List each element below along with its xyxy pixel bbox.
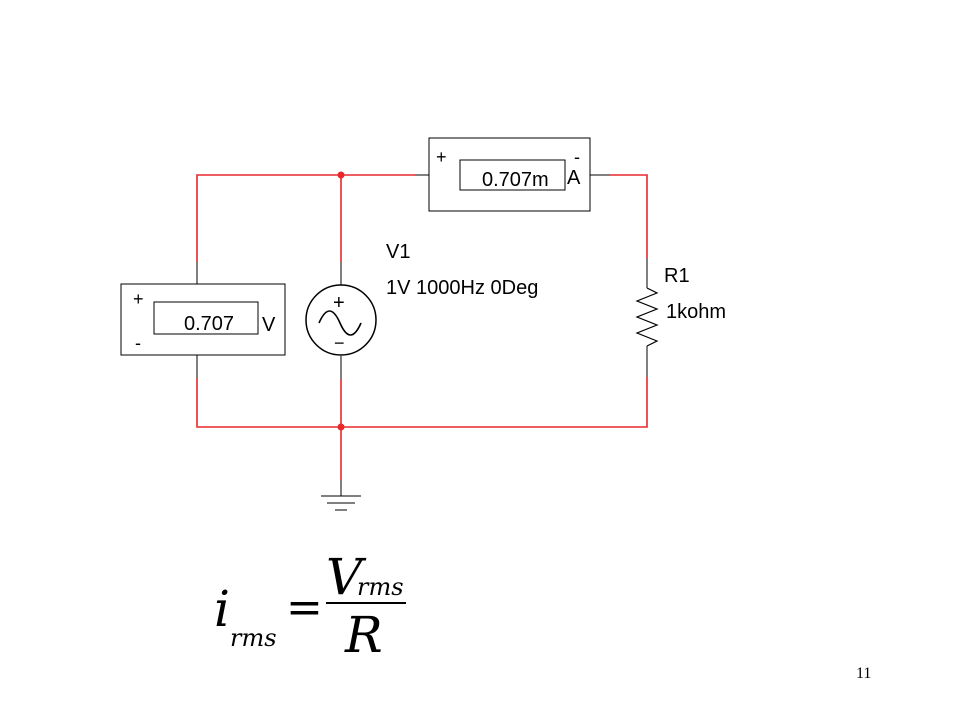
- eq-numerator-subscript: rms: [357, 573, 404, 601]
- source-circle: [305, 284, 377, 356]
- ammeter-unit: A: [567, 167, 581, 189]
- voltmeter: + - 0.707 V: [120, 262, 286, 378]
- ammeter-plus-label: +: [436, 147, 447, 167]
- ammeter-display: [459, 159, 566, 191]
- voltmeter-unit: V: [262, 314, 276, 336]
- junction-dot-bottom: [337, 423, 345, 431]
- eq-lhs: i: [214, 580, 230, 638]
- source-name: V1: [386, 241, 410, 263]
- eq-equals: =: [286, 582, 323, 633]
- source-spec: 1V 1000Hz 0Deg: [386, 277, 538, 299]
- ammeter-minus-label: -: [574, 147, 580, 167]
- ammeter-reading: 0.707m: [482, 169, 549, 191]
- sine-wave-icon: [318, 310, 362, 336]
- resistor-zigzag: [635, 287, 659, 347]
- resistor: R1 1kohm: [635, 258, 726, 377]
- ac-voltage-source: + − V1 1V 1000Hz 0Deg: [305, 241, 538, 379]
- wire-bottom: [196, 377, 648, 428]
- ammeter: + - 0.707m A: [415, 137, 610, 212]
- eq-lhs-subscript: rms: [230, 624, 277, 652]
- ground-icon: [321, 480, 361, 511]
- wire-top-right: [610, 174, 648, 258]
- voltmeter-display: [153, 301, 259, 335]
- voltmeter-minus-label: -: [135, 333, 141, 353]
- voltmeter-plus-label: +: [133, 289, 144, 309]
- eq-denominator: R: [344, 606, 383, 664]
- rms-current-equation: i rms = V rms R: [214, 548, 406, 664]
- source-minus-label: −: [334, 333, 345, 353]
- page-number: 11: [856, 665, 872, 682]
- resistor-value: 1kohm: [666, 301, 726, 323]
- eq-numerator: V: [326, 548, 367, 606]
- source-plus-label: +: [333, 292, 345, 314]
- voltmeter-reading: 0.707: [184, 313, 234, 335]
- wire-top-left: [196, 174, 415, 262]
- junction-dot-top: [337, 171, 345, 179]
- resistor-name: R1: [664, 265, 690, 287]
